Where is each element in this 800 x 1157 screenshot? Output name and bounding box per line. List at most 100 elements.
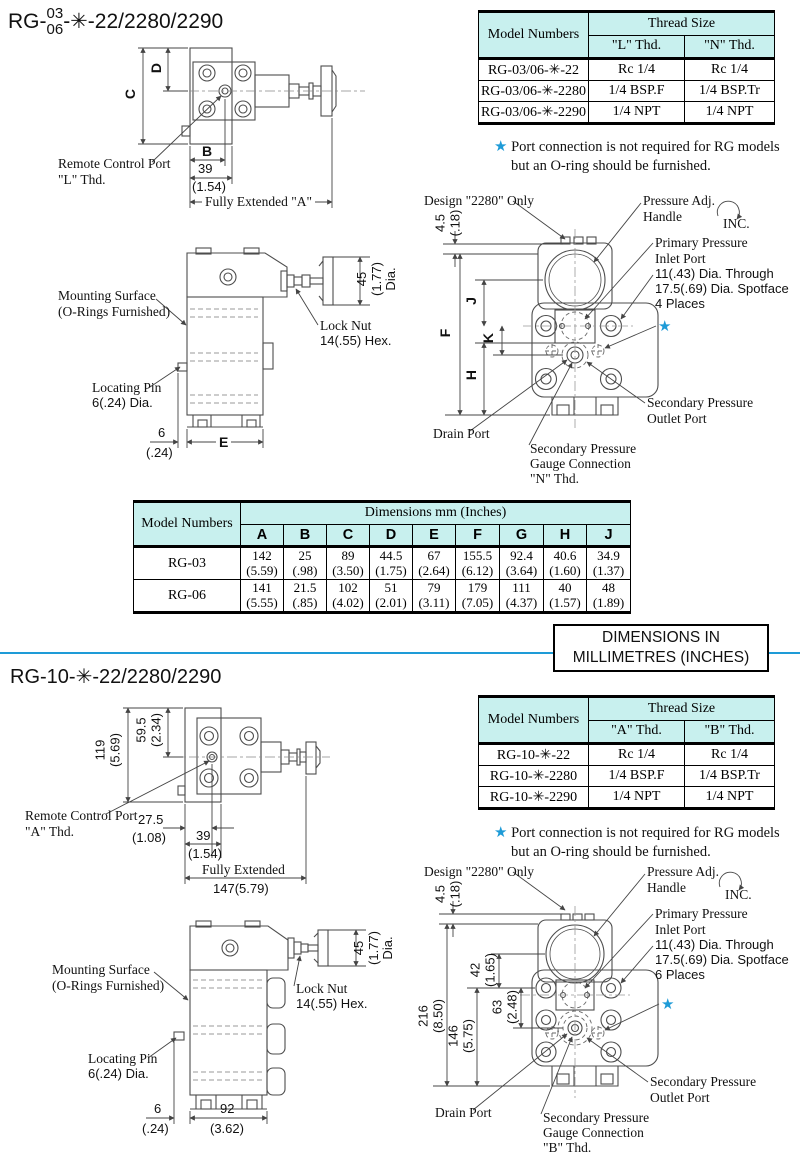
dia-45-in: (1.77) — [368, 262, 384, 296]
rg0306-front-view-drawing — [443, 200, 743, 446]
thread-table-col2-header: "B" Thd. — [684, 719, 775, 745]
gauge-label-1: Secondary Pressure — [543, 1110, 650, 1125]
dim-6-label: 6 — [154, 1101, 162, 1116]
thread-row-value: 1/4 NPT — [588, 786, 685, 809]
dim-in: (1.75) — [375, 562, 407, 578]
spotface-label-1: 11(.43) Dia. Through — [655, 266, 774, 281]
outlet-port-label-1: Secondary Pressure — [650, 1074, 757, 1089]
primary-port-label-1: Primary Pressure — [655, 235, 748, 250]
dim-27p5-label: 27.5 — [138, 812, 164, 827]
dim-e-label: E — [216, 434, 232, 451]
section2-title: RG-10-✳-22/2280/2290 — [10, 664, 221, 689]
title-suffix: -✳-22/2280/2290 — [63, 10, 224, 34]
dim-in: (1.60) — [549, 562, 581, 578]
dim-mm: 111 — [512, 579, 531, 595]
thread-row-value: Rc 1/4 — [588, 743, 685, 766]
title-num-top: 03 — [46, 5, 64, 22]
dim-59p5-mm: 59.5 — [133, 717, 149, 743]
thread-table-col2-header: "N" Thd. — [684, 34, 775, 60]
dim-63-mm: 63 — [489, 999, 505, 1015]
dim-63-in: (2.48) — [504, 990, 519, 1024]
dim-6-in-label: (.24) — [146, 445, 173, 460]
dim-cell: 25(.98) — [283, 546, 327, 580]
dim-39-label: 39 — [196, 828, 211, 843]
dia-45-in: (1.77) — [365, 931, 381, 965]
design-2280-label: Design "2280" Only — [424, 864, 535, 879]
dim-col-d: D — [369, 523, 413, 548]
rg10-front-view-drawing — [433, 871, 745, 1115]
note-line1: Port connection is not required for RG m… — [511, 139, 780, 155]
drain-port-label: Drain Port — [433, 426, 490, 441]
dia-45-mm: 45 — [351, 940, 367, 956]
dim-row-model: RG-03 — [133, 546, 241, 580]
outlet-port-label-1: Secondary Pressure — [647, 395, 754, 410]
dim-col-j: J — [585, 523, 632, 548]
dim-in: (3.64) — [505, 562, 538, 578]
dim-59p5-in: (2.34) — [148, 713, 163, 747]
dim-in: (6.12) — [461, 562, 494, 578]
dim-59p5-label: 59.5 (2.34) — [133, 713, 163, 747]
dim-cell: 102(4.02) — [326, 579, 370, 613]
dia-45-label: 45 (1.77) Dia. — [351, 931, 396, 965]
dim-4p5-in: (.18) — [447, 209, 462, 237]
primary-port-label-1: Primary Pressure — [655, 906, 748, 921]
spotface-label-3: 6 Places — [655, 967, 705, 982]
dia-45-mm: 45 — [354, 271, 370, 287]
dim-4p5-in: (.18) — [447, 880, 462, 908]
dim-39-inch-label: (1.54) — [192, 179, 226, 194]
thread-row-value: 1/4 BSP.Tr — [684, 80, 775, 102]
thread-row-model: RG-03/06-✳-22 — [478, 58, 589, 81]
dimensions-note-line2: MILLIMETRES (INCHES) — [572, 649, 750, 667]
dim-4p5-label: 4.5 (.18) — [432, 209, 462, 237]
dim-cell: 79(3.11) — [412, 579, 456, 613]
dim-table-model-header: Model Numbers — [133, 501, 241, 548]
section-divider-line — [0, 652, 800, 654]
dim-c-label: C — [122, 88, 139, 100]
thread-table-group-header: Thread Size — [588, 696, 775, 721]
dim-4p5-mm: 4.5 — [432, 884, 448, 904]
dim-b-label: B — [202, 143, 213, 159]
remote-port-label-1: Remote Control Port — [25, 808, 138, 823]
dim-table-group-header: Dimensions mm (Inches) — [239, 501, 632, 525]
dim-cell: 40.6(1.60) — [543, 546, 587, 580]
dim-92-in-label: (3.62) — [210, 1121, 244, 1136]
dim-39-label: 39 — [198, 161, 213, 176]
dim-cell: 40(1.57) — [543, 579, 587, 613]
dim-mm: 155.5 — [462, 547, 493, 563]
pressure-adj-handle-label-2: Handle — [643, 209, 682, 224]
dim-in: (2.01) — [375, 594, 407, 610]
dim-row-model: RG-06 — [133, 579, 241, 613]
rg0306-top-view: C D B 39 (1.54) Fully Extended "A" Remot… — [30, 42, 410, 222]
rg10-front-view: Design "2280" Only 4.5 (.18) Pressure Ad… — [415, 858, 800, 1157]
thread-table-col1-header: "L" Thd. — [588, 34, 685, 60]
thread-row-value: Rc 1/4 — [684, 58, 775, 81]
dim-cell: 111(4.37) — [499, 579, 544, 613]
dim-mm: 40.6 — [553, 547, 577, 563]
dim-cell: 142(5.59) — [240, 546, 284, 580]
primary-port-label-2: Inlet Port — [655, 251, 706, 266]
front-view-star-icon: ★ — [658, 318, 672, 335]
spotface-label-2: 17.5(.69) Dia. Spotface — [655, 281, 789, 296]
dim-cell: 179(7.05) — [455, 579, 500, 613]
dim-cell: 51(2.01) — [369, 579, 413, 613]
pressure-adj-handle-label-1: Pressure Adj. — [647, 864, 719, 879]
thread-table-model-header: Model Numbers — [478, 696, 589, 745]
fully-extended-value: 147(5.79) — [213, 881, 269, 896]
dia-45-word: Dia. — [383, 267, 399, 291]
dim-119-in: (5.69) — [107, 733, 122, 767]
dim-cell: 67(2.64) — [412, 546, 456, 580]
dim-in: (4.37) — [505, 594, 538, 610]
lock-nut-label-1: Lock Nut — [320, 318, 372, 333]
thread-size-table-0306: Model Numbers Thread Size "L" Thd. "N" T… — [478, 10, 775, 125]
thread-table-group-header: Thread Size — [588, 11, 775, 36]
mounting-surface-label-1: Mounting Surface — [58, 288, 156, 303]
remote-port-label-2: "A" Thd. — [25, 824, 75, 839]
dim-mm: 44.5 — [379, 547, 403, 563]
dim-cell: 34.9(1.37) — [585, 546, 632, 580]
dim-in: (5.59) — [246, 562, 278, 578]
dim-cell: 141(5.55) — [240, 579, 284, 613]
mounting-surface-label-2: (O-Rings Furnished) — [52, 978, 165, 993]
dim-146-mm: 146 — [445, 1025, 461, 1047]
